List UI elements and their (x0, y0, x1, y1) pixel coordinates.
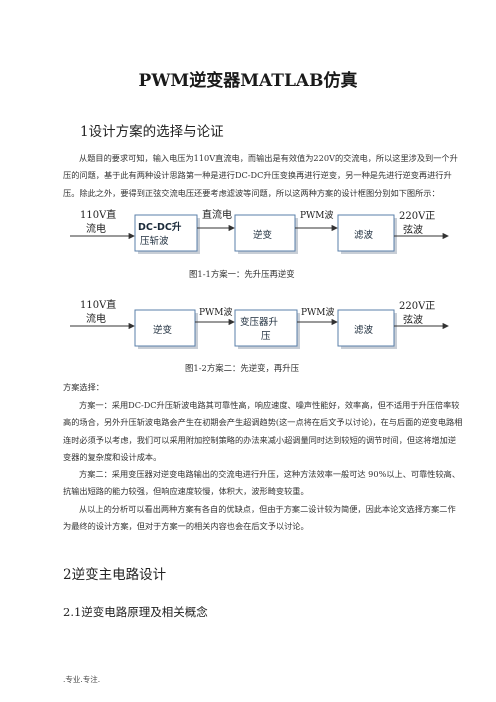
d1-input-label-1: 110V直 (80, 208, 116, 221)
d2-box-filter (337, 309, 395, 347)
d2-input-label-2: 流电 (86, 312, 106, 325)
d1-link2-label: PWM波 (300, 209, 334, 221)
section-heading-1: 1设计方案的选择与论证 (80, 124, 224, 140)
d2-box-transformer (234, 309, 298, 347)
d2-output-label-1: 220V正 (399, 301, 435, 312)
page-footer: .专业.专注. (63, 675, 101, 684)
d1-box-dcdc (134, 214, 198, 252)
d2-box-inverter (134, 309, 196, 347)
d1-box-filter-label: 滤波 (354, 229, 374, 241)
diagram-scheme-1: 110V直 流电 DC-DC升 压斩波 直流电 逆变 PWM波 滤波 220V正… (70, 208, 449, 254)
d1-box-filter (337, 214, 395, 252)
d1-box-inverter-label: 逆变 (253, 229, 273, 241)
diagram-1-caption: 图1-1方案一：先升压再逆变 (189, 269, 295, 279)
d2-input-label-1: 110V直 (80, 298, 116, 311)
diagram-scheme-2: 110V直 流电 逆变 PWM波 变压器升 压 PWM波 滤波 220V正 弦波 (70, 298, 449, 349)
plan-1-paragraph: 方案一：采用DC-DC升压斩波电路其可靠性高，响应速度、噪声性能好，效率高，但不… (63, 400, 463, 463)
page-title: PWM逆变器MATLAB仿真 (138, 71, 358, 91)
d1-link1-label: 直流电 (202, 208, 232, 221)
d1-box-dcdc-label-2: 压斩波 (140, 235, 169, 247)
d1-output-label-1: 220V正 (399, 211, 435, 222)
conclusion-paragraph: 从以上的分析可以看出两种方案有各自的优缺点，但由于方案二设计较为简便，因此本论文… (63, 504, 456, 532)
intro-paragraph: 从题目的要求可知，输入电压为110V直流电，而输出是有效值为220V的交流电，所… (63, 153, 458, 198)
subsection-heading-2-1: 2.1逆变电路原理及相关概念 (63, 605, 208, 619)
plan-2-paragraph: 方案二：采用变压器对逆变电路输出的交流电进行升压，这种方法效率一般可达 90%以… (63, 469, 461, 497)
selection-label: 方案选择： (63, 382, 104, 392)
d1-box-inverter (234, 214, 296, 252)
diagram-2-caption: 图1-2方案二：先逆变，再升压 (185, 363, 299, 373)
d2-output-label-2: 弦波 (403, 313, 423, 326)
d1-input-label-2: 流电 (86, 222, 106, 235)
d1-output-label-2: 弦波 (403, 223, 423, 236)
d2-link1-label: PWM波 (199, 306, 233, 318)
d2-box-inverter-label: 逆变 (153, 324, 173, 336)
d2-box-filter-label: 滤波 (354, 324, 374, 336)
section-heading-2: 2逆变主电路设计 (63, 567, 167, 583)
d2-box-transformer-label-2: 压 (261, 331, 271, 342)
d1-box-dcdc-label-1: DC-DC升 (138, 221, 182, 233)
d2-link2-label: PWM波 (301, 306, 335, 318)
d2-box-transformer-label-1: 变压器升 (240, 316, 279, 328)
